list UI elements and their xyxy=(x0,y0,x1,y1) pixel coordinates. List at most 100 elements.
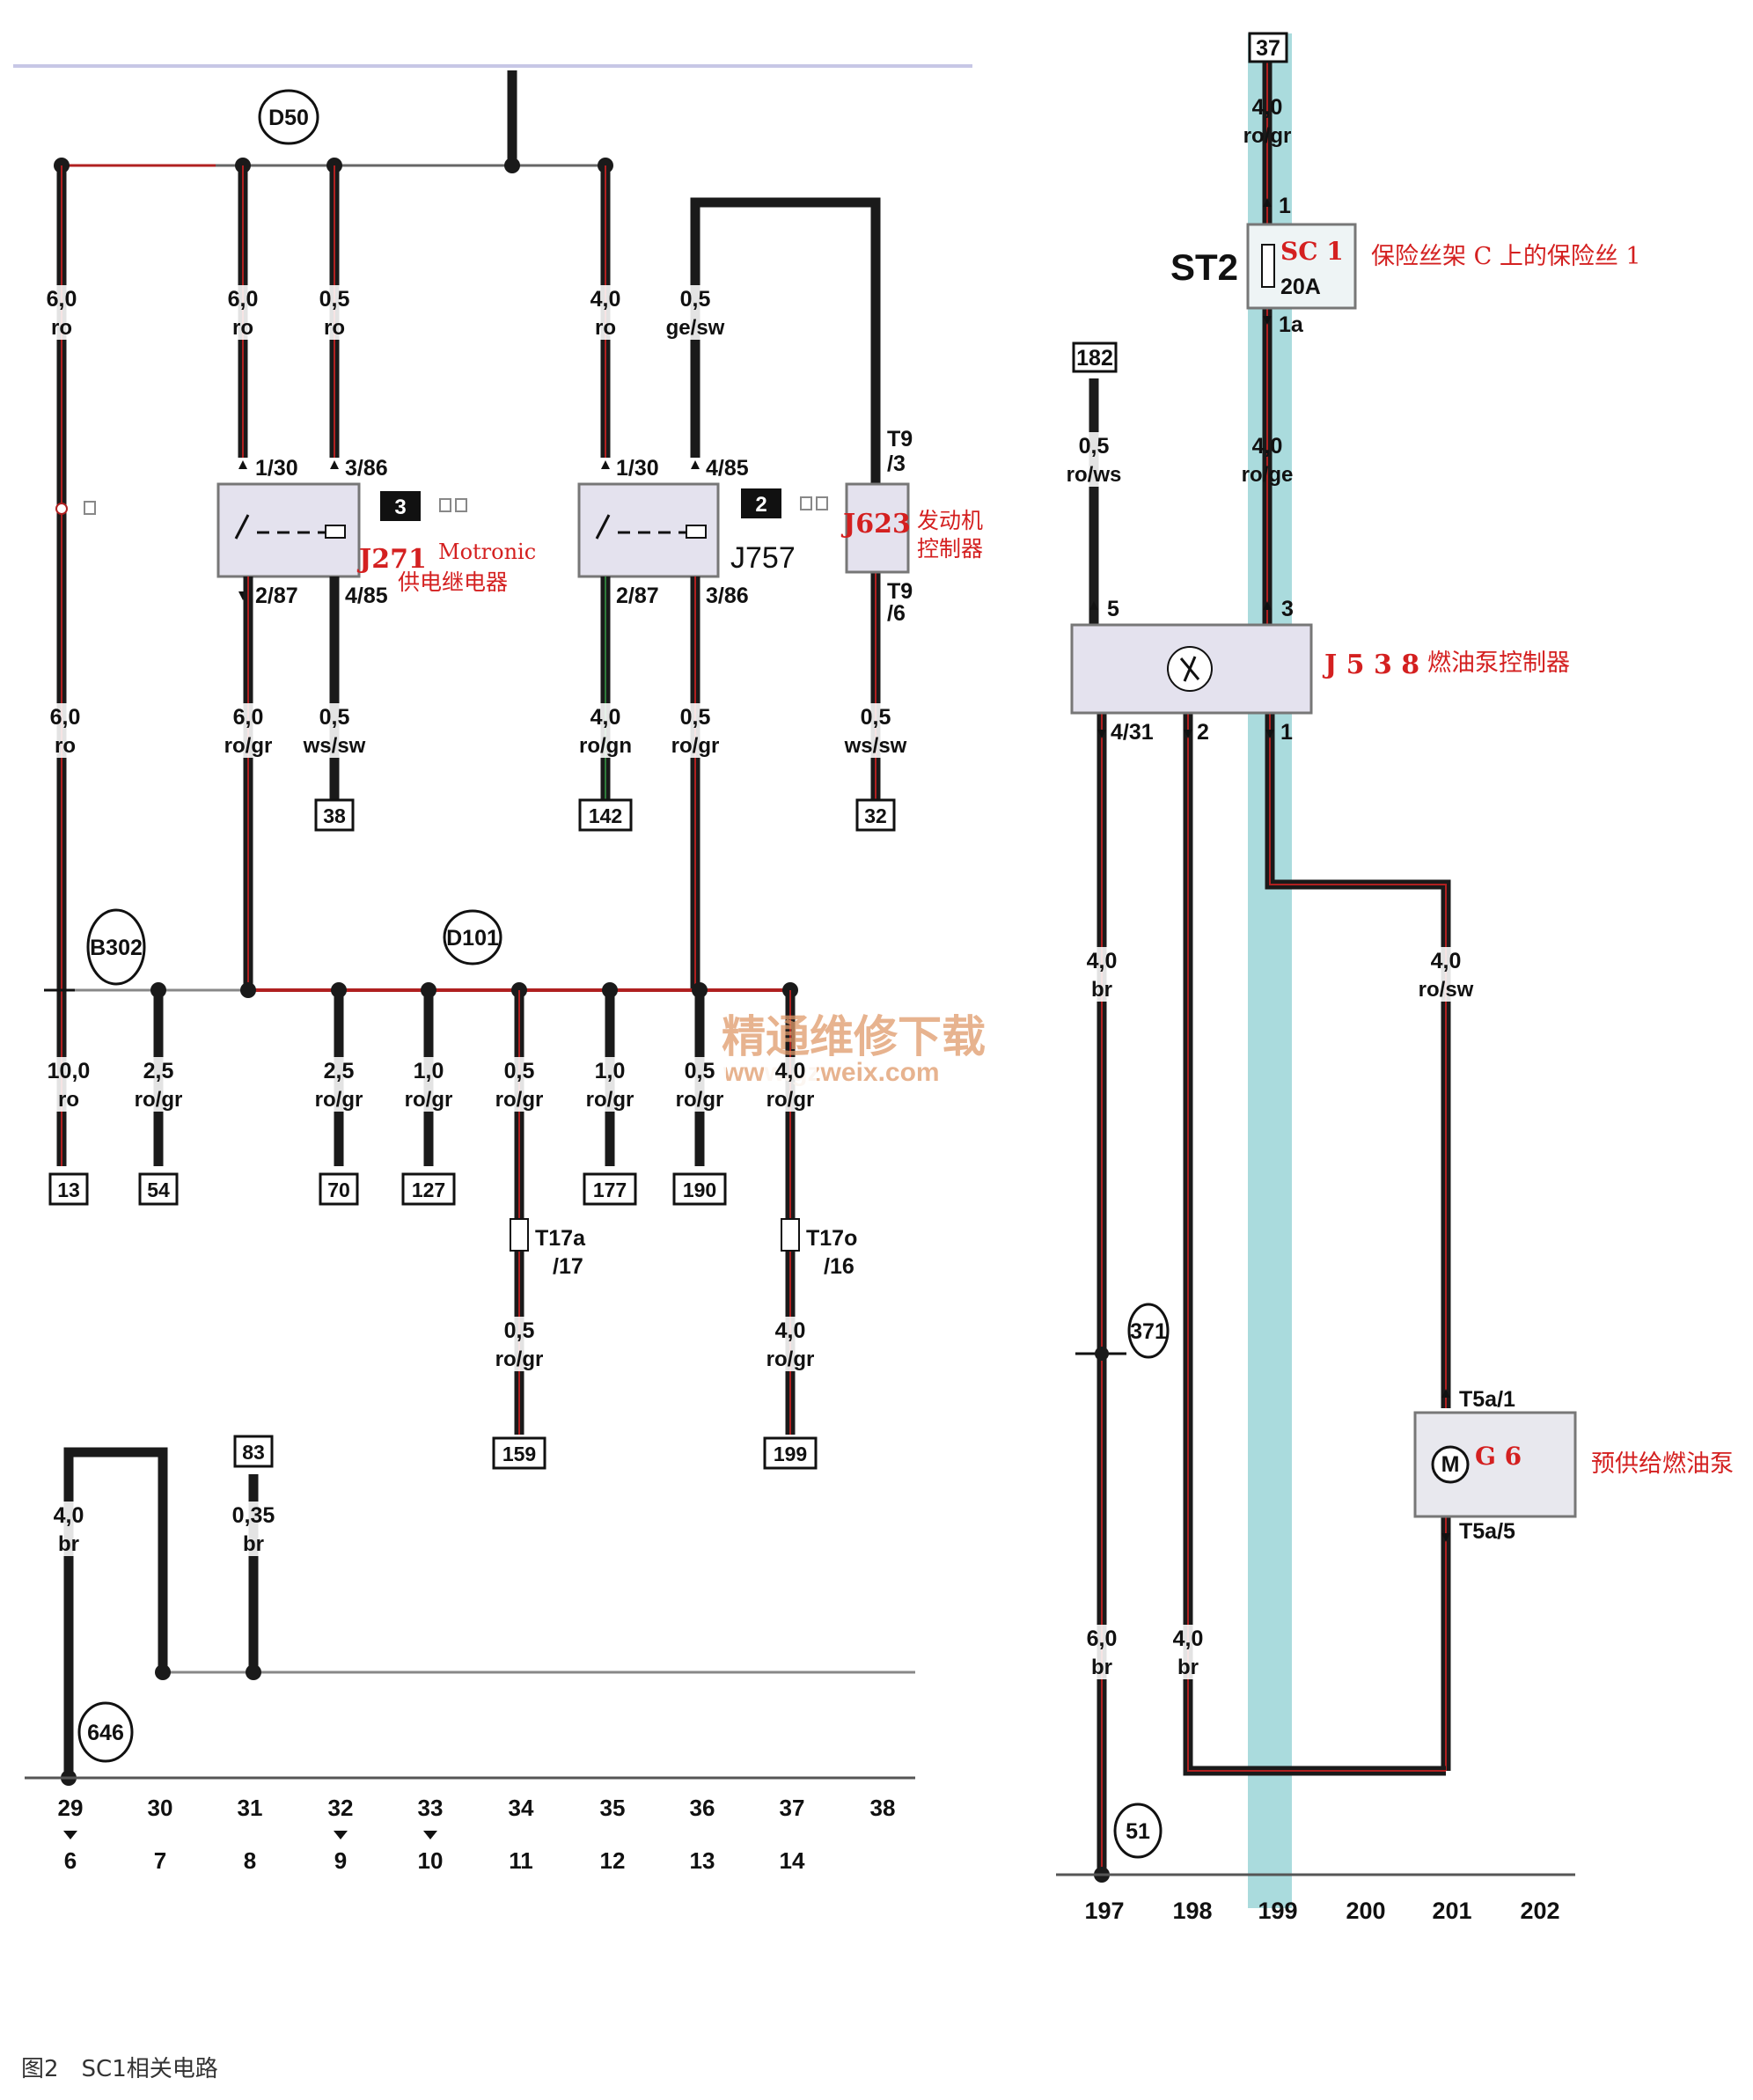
node-d50 xyxy=(258,89,319,145)
wire-label-bg xyxy=(673,1057,726,1112)
ecu-j623: J623 发动机 控制器 T9 /3 T9 /6 xyxy=(840,427,983,626)
ref-box xyxy=(578,798,633,832)
wire-color-label: ro/ws xyxy=(1067,463,1122,487)
scale-top-number: 36 xyxy=(690,1795,715,1821)
wire-gauge-label: 0,5 xyxy=(504,1059,535,1083)
scale-top-number: 30 xyxy=(148,1795,173,1821)
j757-pin-1-30: 1/30 xyxy=(616,456,659,481)
figure-number: 图2 xyxy=(21,2056,59,2082)
node-b302 xyxy=(86,908,146,986)
t17a-pin: /17 xyxy=(553,1254,583,1279)
node-371 xyxy=(1127,1303,1170,1359)
wire-color-label: ro xyxy=(55,734,76,758)
g6-motor-glyph: M xyxy=(1441,1452,1460,1477)
scale-top-number: 33 xyxy=(418,1795,444,1821)
j757-pin-3-86: 3/86 xyxy=(706,584,749,608)
ref-box xyxy=(48,1172,89,1206)
ref-box-label: 83 xyxy=(242,1441,265,1464)
sc1-holder: ST2 xyxy=(1170,246,1238,288)
j623-pin-top1: T9 xyxy=(887,427,913,452)
ref-box-label: 127 xyxy=(412,1178,445,1201)
wire-color-label: ro/gr xyxy=(495,1088,544,1112)
wire-label-bg xyxy=(1162,1625,1214,1679)
wire-label-bg xyxy=(493,1057,546,1112)
node-646-label: 646 xyxy=(87,1721,124,1745)
j623-desc2: 控制器 xyxy=(917,536,983,562)
wire-gauge-label: 4,0 xyxy=(54,1503,84,1528)
scale-number: 202 xyxy=(1520,1898,1559,1924)
wire-color-label: ro xyxy=(51,316,72,340)
wire-color-label: ro/gr xyxy=(1243,124,1292,148)
sc1-rating: 20A xyxy=(1280,275,1321,299)
node-371-label: 371 xyxy=(1130,1319,1167,1344)
j271-name: Motronic xyxy=(438,540,536,564)
wire-gauge-label: 6,0 xyxy=(233,705,264,730)
t17o-code: T17o xyxy=(806,1226,857,1251)
node-d101-label: D101 xyxy=(446,926,499,951)
ref-37-top xyxy=(1248,32,1288,63)
node-b302-label: B302 xyxy=(90,936,143,960)
wire-color-label: ro xyxy=(595,316,616,340)
wire-color-label: ws/sw xyxy=(303,734,366,758)
scale-top-number: 35 xyxy=(600,1795,626,1821)
wire-gauge-label: 10,0 xyxy=(48,1059,91,1083)
wire-color-label: ro/gr xyxy=(495,1347,544,1371)
j757-number: 2 xyxy=(755,493,766,517)
t17o-pin: /16 xyxy=(824,1254,854,1279)
j271-number: 3 xyxy=(394,496,406,519)
wire-color-label: br xyxy=(1177,1656,1199,1679)
j623-pin-bot2: /6 xyxy=(887,601,906,626)
wire-gauge-label: 4,0 xyxy=(775,1059,806,1083)
sc1-pin-in: 1 xyxy=(1279,194,1291,218)
node-51-label: 51 xyxy=(1126,1819,1150,1844)
scale-bottom-number: 12 xyxy=(600,1847,626,1874)
node-d50-label: D50 xyxy=(268,106,309,130)
wire-gauge-label: 4,0 xyxy=(1173,1626,1204,1651)
wire-label-bg xyxy=(312,1057,365,1112)
ref-box-label: 177 xyxy=(593,1178,627,1201)
wire-gauge-label: 0,5 xyxy=(1079,434,1110,459)
wire-label-bg xyxy=(222,703,275,758)
ref-182-label: 182 xyxy=(1076,346,1113,371)
wire-label-bg xyxy=(579,285,632,340)
wire-label-bg xyxy=(849,703,902,758)
wire-color-label: ro xyxy=(324,316,345,340)
wire-label-bg xyxy=(493,1317,546,1371)
wire-color-label: ro/gr xyxy=(315,1088,363,1112)
ref-box xyxy=(138,1172,179,1206)
wire-gauge-label: 4,0 xyxy=(775,1318,806,1343)
wire-gauge-label: 0,5 xyxy=(319,705,350,730)
ref-box xyxy=(672,1172,727,1206)
relay-j757: 2 J757 xyxy=(577,482,796,578)
wire-color-label: ro xyxy=(58,1088,79,1112)
wire-label-bg xyxy=(1067,432,1120,487)
j271-pin-3-86: 3/86 xyxy=(345,456,388,481)
g6-code: G 6 xyxy=(1475,1442,1522,1471)
ref-box-label: 142 xyxy=(589,804,622,827)
wire-gauge-label: 1,0 xyxy=(595,1059,626,1083)
g6-pin-bot: T5a/5 xyxy=(1459,1519,1515,1544)
j623-desc1: 发动机 xyxy=(917,508,983,533)
j623-code: J623 xyxy=(840,509,911,540)
g6-desc: 预供给燃油泵 xyxy=(1591,1450,1734,1478)
scale-bottom-number: 13 xyxy=(690,1847,715,1874)
wire-label-bg xyxy=(42,1502,95,1556)
watermark-url: www.gzweix.com xyxy=(722,1058,940,1087)
wire-gauge-label: 4,0 xyxy=(1252,434,1283,459)
wire-color-label: ro/gr xyxy=(586,1088,634,1112)
wire-color-label: ro xyxy=(232,316,253,340)
wire-color-label: ro/gr xyxy=(766,1088,815,1112)
relay-pin-labels: 1/30 3/86 2/87 4/85 1/30 4/85 2/87 3/86 xyxy=(255,456,749,608)
wire-color-label: ro/gr xyxy=(676,1088,724,1112)
scale-bottom-number: 11 xyxy=(509,1847,533,1874)
ref-box xyxy=(401,1172,456,1206)
ref-box-label: 190 xyxy=(683,1178,716,1201)
ref-box-label: 159 xyxy=(502,1443,536,1465)
wire-color-label: ro/gr xyxy=(766,1347,815,1371)
wire-color-label: ro/gr xyxy=(671,734,720,758)
node-d101 xyxy=(443,909,502,966)
scale-bottom-number: 7 xyxy=(154,1847,166,1874)
wire-label-bg xyxy=(227,1502,280,1556)
